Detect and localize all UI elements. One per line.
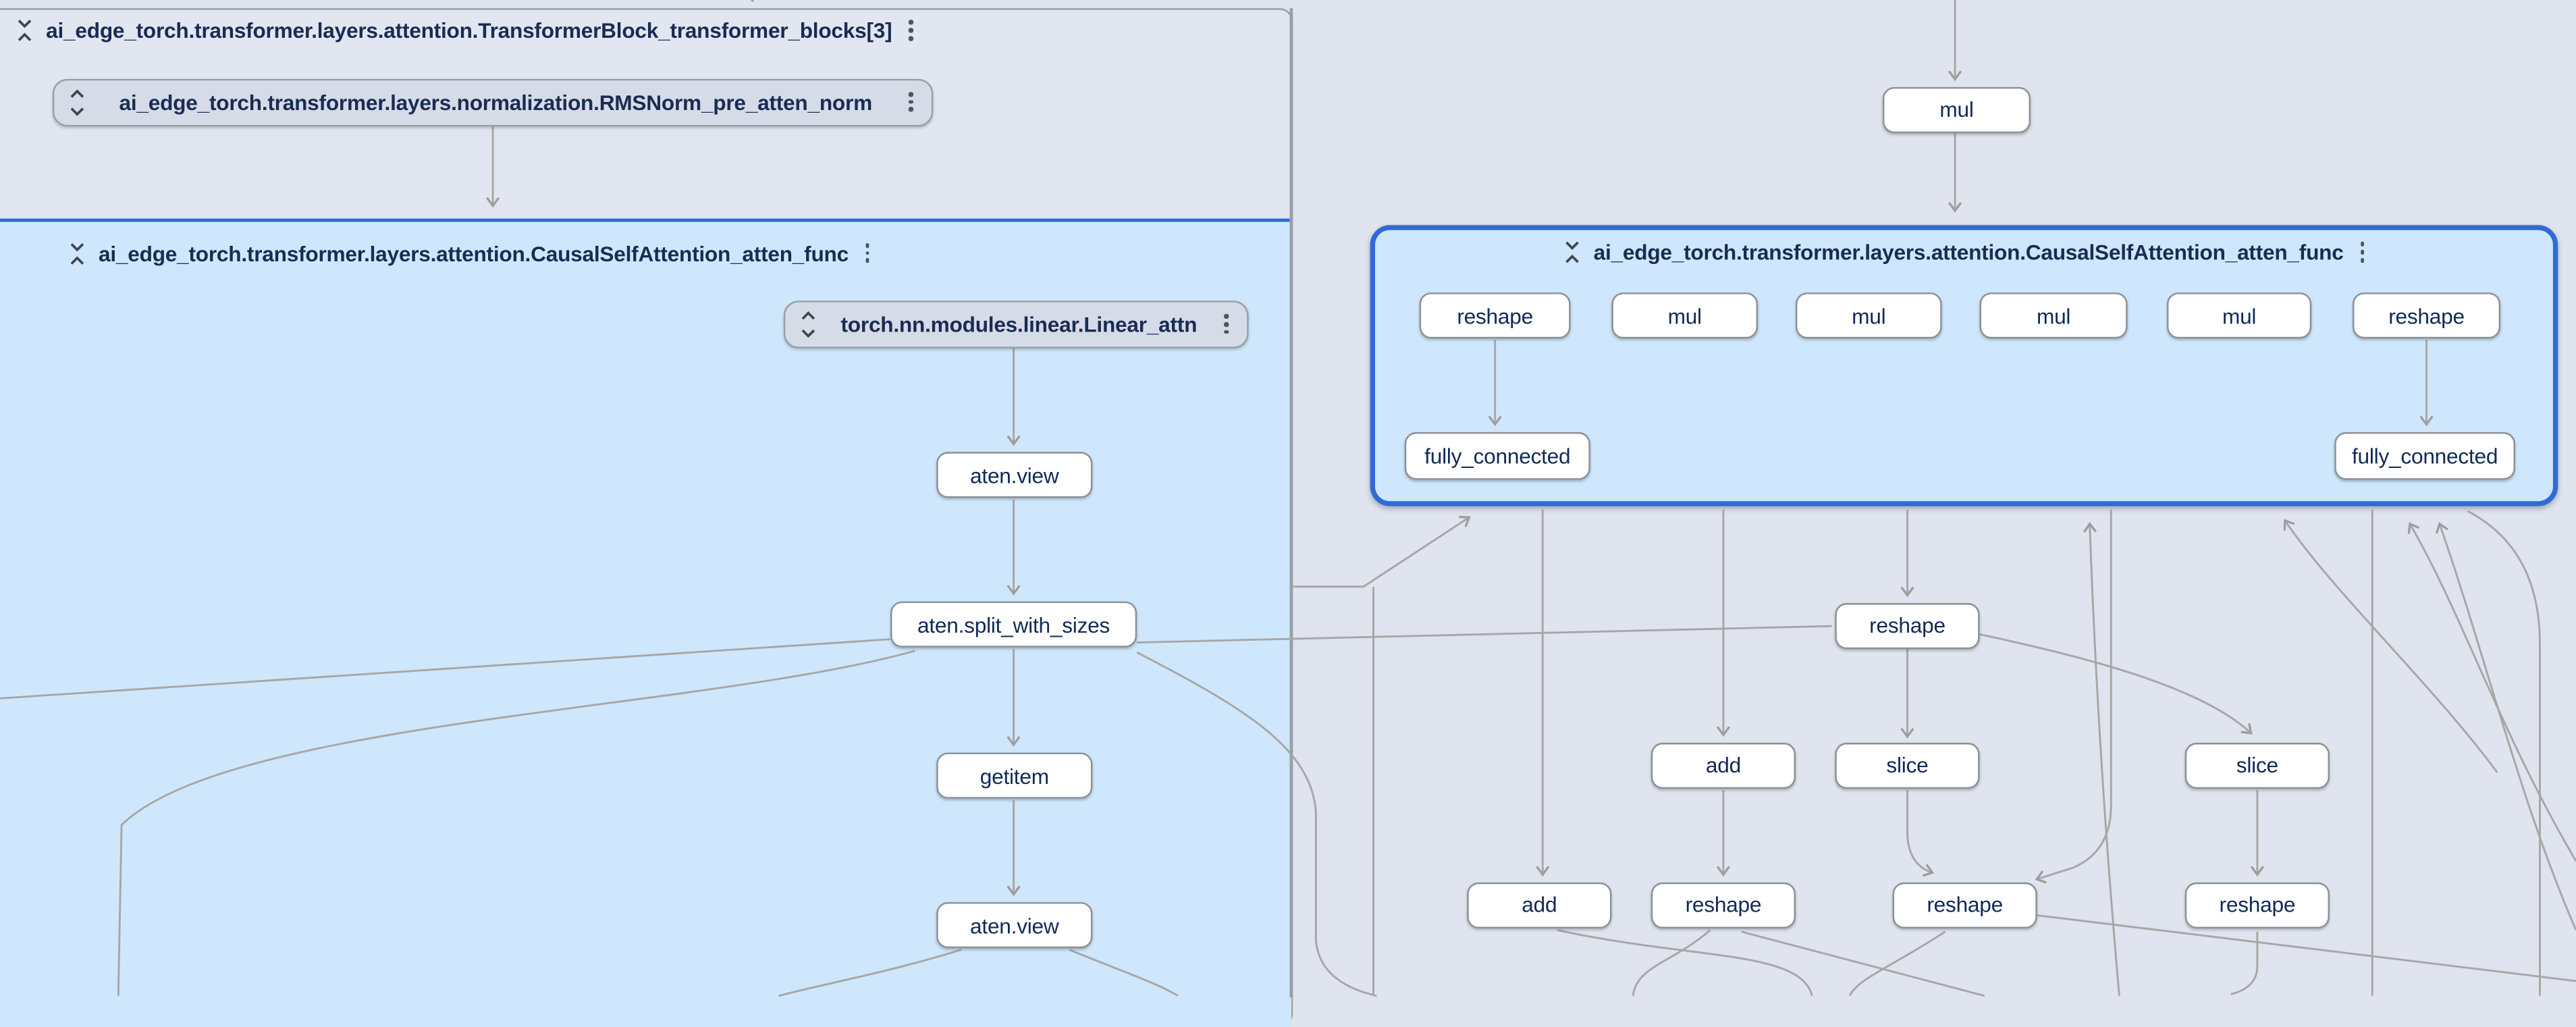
layer-node-label: torch.nn.modules.linear.Linear_attn xyxy=(840,311,1198,337)
layer-node-rms-norm[interactable]: ai_edge_torch.transformer.layers.normali… xyxy=(52,78,934,126)
unfold-less-icon[interactable] xyxy=(1562,240,1582,265)
left-attention-group-header[interactable]: ai_edge_torch.transformer.layers.attenti… xyxy=(68,240,874,266)
op-node-fully-connected-1[interactable]: fully_connected xyxy=(1404,432,1590,479)
group-title: ai_edge_torch.transformer.layers.attenti… xyxy=(46,18,892,43)
op-node-mul-1[interactable]: mul xyxy=(1611,292,1759,339)
op-node-reshape-6[interactable]: reshape xyxy=(2353,292,2501,339)
op-node-mul-top[interactable]: mul xyxy=(1882,86,2031,132)
more-options-icon[interactable] xyxy=(1220,313,1234,336)
group-title: ai_edge_torch.transformer.layers.attenti… xyxy=(1593,240,2344,265)
op-node-aten-view-1[interactable]: aten.view xyxy=(936,452,1093,498)
group-title: ai_edge_torch.transformer.layers.attenti… xyxy=(99,240,849,266)
unfold-more-icon[interactable] xyxy=(68,88,87,115)
op-node-aten-split-with-sizes[interactable]: aten.split_with_sizes xyxy=(890,601,1137,648)
op-node-reshape-b3[interactable]: reshape xyxy=(2184,882,2330,928)
op-node-reshape-b2[interactable]: reshape xyxy=(1892,882,2037,928)
layer-node-linear-attn[interactable]: torch.nn.modules.linear.Linear_attn xyxy=(783,300,1249,348)
op-node-mul-4[interactable]: mul xyxy=(2167,292,2312,339)
more-options-icon[interactable] xyxy=(860,242,874,265)
op-node-reshape-1[interactable]: reshape xyxy=(1419,292,1571,339)
layer-node-label: ai_edge_torch.transformer.layers.normali… xyxy=(119,89,872,115)
more-options-icon[interactable] xyxy=(903,19,917,42)
transformer-block-right-border xyxy=(1290,7,1293,997)
op-node-add-2[interactable]: add xyxy=(1467,882,1612,928)
op-node-add-1[interactable]: add xyxy=(1651,743,1796,788)
unfold-less-icon[interactable] xyxy=(15,18,34,43)
unfold-more-icon[interactable] xyxy=(799,310,818,338)
right-attention-group-header[interactable]: ai_edge_torch.transformer.layers.attenti… xyxy=(1562,239,2369,265)
op-node-fully-connected-2[interactable]: fully_connected xyxy=(2334,432,2515,479)
unfold-less-icon[interactable] xyxy=(68,241,87,266)
more-options-icon[interactable] xyxy=(2355,240,2369,263)
op-node-reshape-b1[interactable]: reshape xyxy=(1651,882,1796,928)
op-node-mul-2[interactable]: mul xyxy=(1796,292,1942,339)
op-node-aten-view-2[interactable]: aten.view xyxy=(936,902,1093,949)
op-node-reshape-mid[interactable]: reshape xyxy=(1835,603,1980,649)
op-node-mul-3[interactable]: mul xyxy=(1979,292,2128,339)
op-node-getitem[interactable]: getitem xyxy=(936,752,1093,799)
op-node-slice-1[interactable]: slice xyxy=(1835,743,1980,788)
op-node-slice-2[interactable]: slice xyxy=(2184,743,2330,788)
transformer-block-header[interactable]: ai_edge_torch.transformer.layers.attenti… xyxy=(15,18,917,44)
more-options-icon[interactable] xyxy=(905,90,919,113)
